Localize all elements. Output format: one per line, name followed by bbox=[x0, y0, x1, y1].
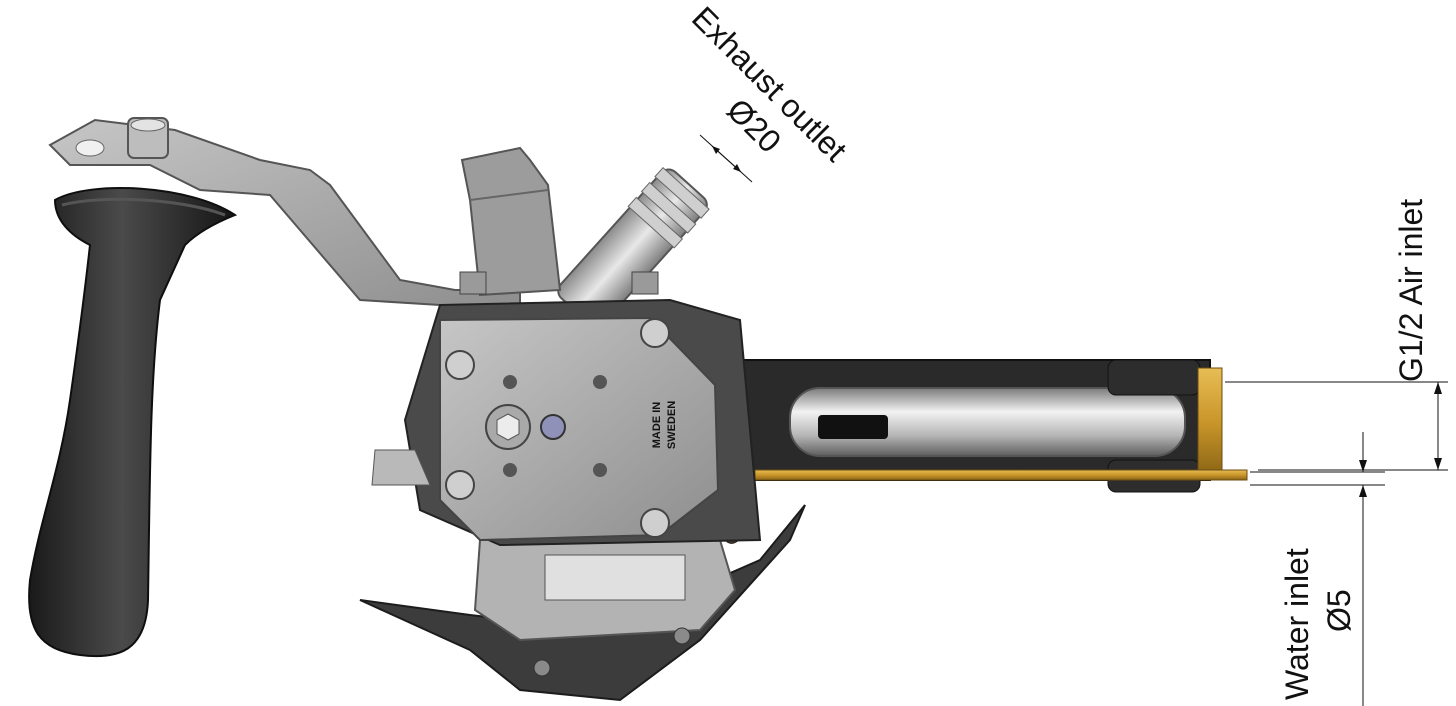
blade-guard bbox=[359, 504, 806, 702]
air-inlet-dimension bbox=[1225, 381, 1448, 471]
exhaust-dimension bbox=[699, 134, 753, 183]
water-inlet-label: Water inlet bbox=[1279, 548, 1315, 700]
grip-handle bbox=[28, 187, 238, 658]
housing-text-sweden: SWEDEN bbox=[666, 401, 678, 449]
water-inlet-pipe bbox=[754, 469, 1248, 481]
air-inlet-fitting bbox=[1197, 367, 1223, 477]
housing-indicator bbox=[540, 414, 566, 440]
water-inlet-diameter-label: Ø5 bbox=[1321, 589, 1357, 632]
water-inlet-dimension bbox=[1250, 432, 1385, 706]
tube-slot bbox=[818, 415, 888, 439]
main-housing bbox=[371, 271, 762, 547]
top-lever bbox=[460, 146, 562, 297]
mounting-bracket bbox=[48, 117, 521, 306]
housing-text-made-in: MADE IN bbox=[651, 402, 663, 449]
air-inlet-label: G1/2 Air inlet bbox=[1393, 199, 1429, 382]
